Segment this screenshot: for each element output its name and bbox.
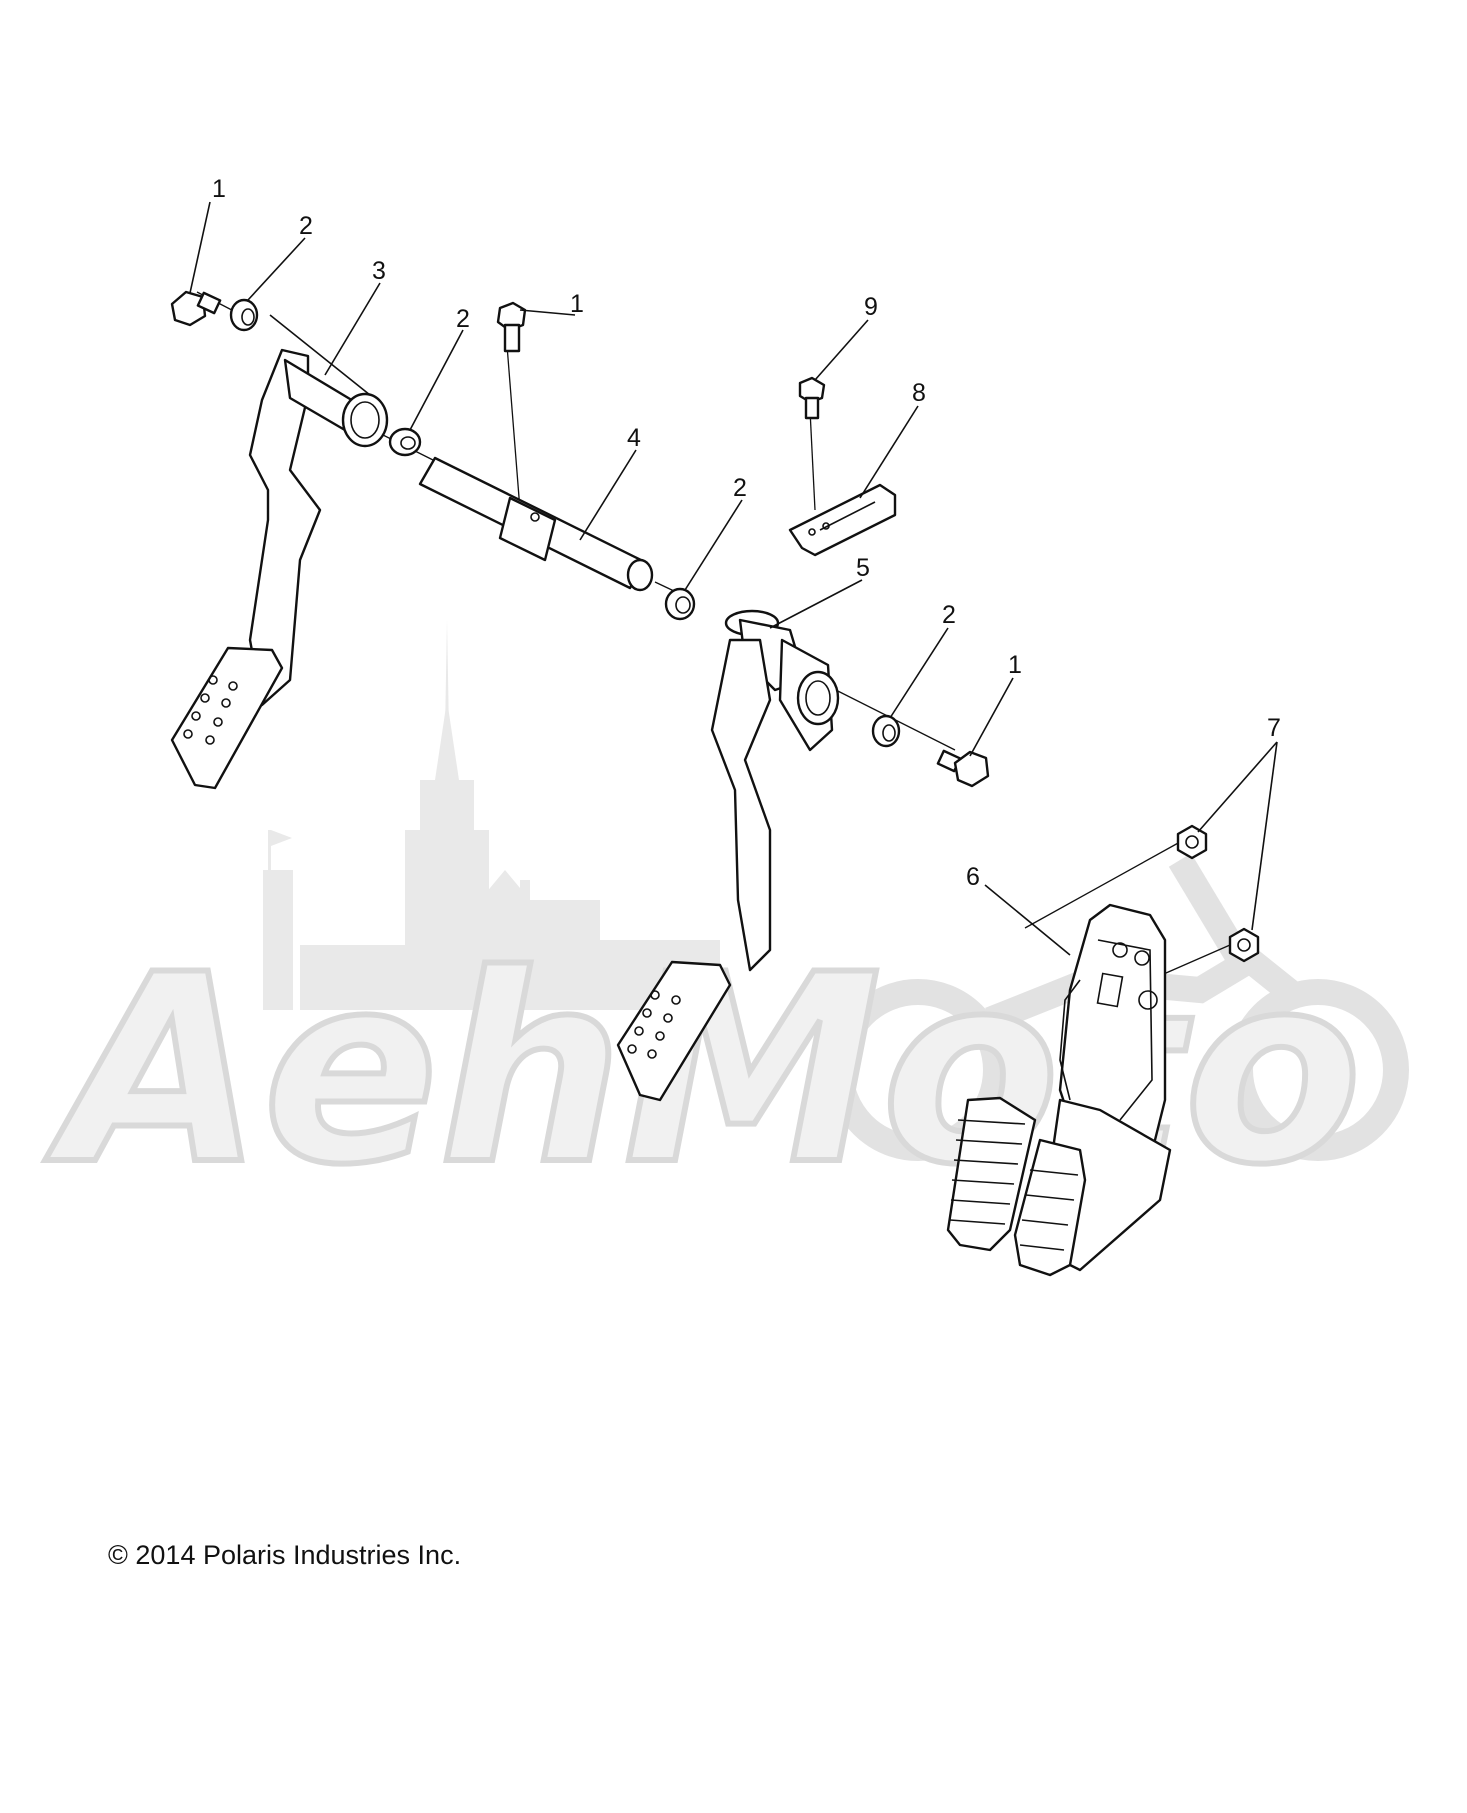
- washer-part: [664, 587, 696, 621]
- callout-7: 7: [1267, 714, 1281, 742]
- small-bolt-part: [798, 376, 826, 420]
- callout-2: 2: [942, 601, 956, 629]
- washer-part: [388, 427, 422, 457]
- nut-part: [1228, 927, 1260, 963]
- callout-1: 1: [1008, 651, 1022, 679]
- left-pedal-part: [170, 314, 389, 790]
- callout-1: 1: [570, 290, 584, 318]
- callout-2: 2: [299, 212, 313, 240]
- washer-part: [871, 714, 901, 748]
- callout-2: 2: [456, 305, 470, 333]
- bolt-part: [496, 301, 527, 353]
- nut-part: [1176, 824, 1208, 860]
- leader-lines: [189, 201, 1278, 956]
- bolt-part: [170, 290, 222, 327]
- callout-1: 1: [212, 175, 226, 203]
- assembly-axis: [196, 291, 1231, 981]
- shaft-part: [418, 456, 654, 592]
- washer-part: [229, 298, 259, 332]
- callout-3: 3: [372, 257, 386, 285]
- callout-9: 9: [864, 293, 878, 321]
- throttle-pedal-assembly-part: [946, 903, 1172, 1277]
- bracket-part: [788, 483, 897, 557]
- right-pedal-part: [616, 609, 840, 1102]
- bolt-part: [936, 749, 990, 788]
- callout-6: 6: [966, 863, 980, 891]
- watermark-city-silhouette: [263, 620, 720, 1010]
- callout-5: 5: [856, 554, 870, 582]
- callout-4: 4: [627, 424, 641, 452]
- callout-2: 2: [733, 474, 747, 502]
- copyright-notice: © 2014 Polaris Industries Inc.: [108, 1540, 462, 1570]
- callouts: 1 2 3 2 1 4 9 8 2 5 2 1 7 6: [212, 175, 1281, 891]
- callout-8: 8: [912, 379, 926, 407]
